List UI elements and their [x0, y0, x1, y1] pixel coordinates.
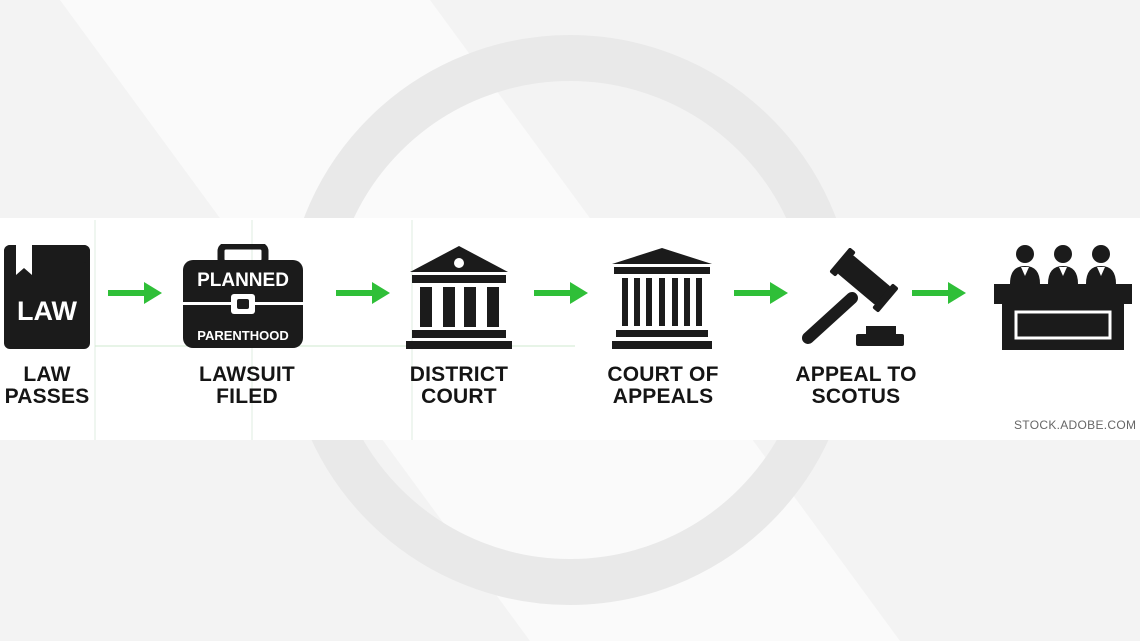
arrow-right-icon: [912, 282, 966, 304]
courthouse-icon: [406, 246, 512, 349]
arrow-right-icon: [534, 282, 588, 304]
stock-credit: STOCK.ADOBE.COM: [1014, 418, 1137, 432]
step-label: DISTRICT COURT: [409, 363, 509, 408]
step-label: LAWSUIT FILED: [199, 363, 295, 408]
step-label: APPEAL TO SCOTUS: [795, 363, 917, 408]
step-label: LAW PASSES: [4, 363, 90, 408]
briefcase-text-top: PLANNED: [197, 270, 289, 291]
arrow-right-icon: [336, 282, 390, 304]
law-book-icon: LAW: [4, 245, 90, 349]
arrow-right-icon: [734, 282, 788, 304]
gavel-icon: [802, 248, 904, 346]
briefcase-text-bottom: PARENTHOOD: [197, 328, 288, 343]
briefcase-icon: PLANNED PARENTHOOD: [183, 244, 303, 348]
appeals-court-icon: [612, 248, 712, 349]
step-label: COURT OF APPEALS: [607, 363, 719, 408]
arrow-right-icon: [108, 282, 162, 304]
justices-bench-icon: [994, 245, 1132, 350]
law-book-text: LAW: [17, 296, 78, 326]
